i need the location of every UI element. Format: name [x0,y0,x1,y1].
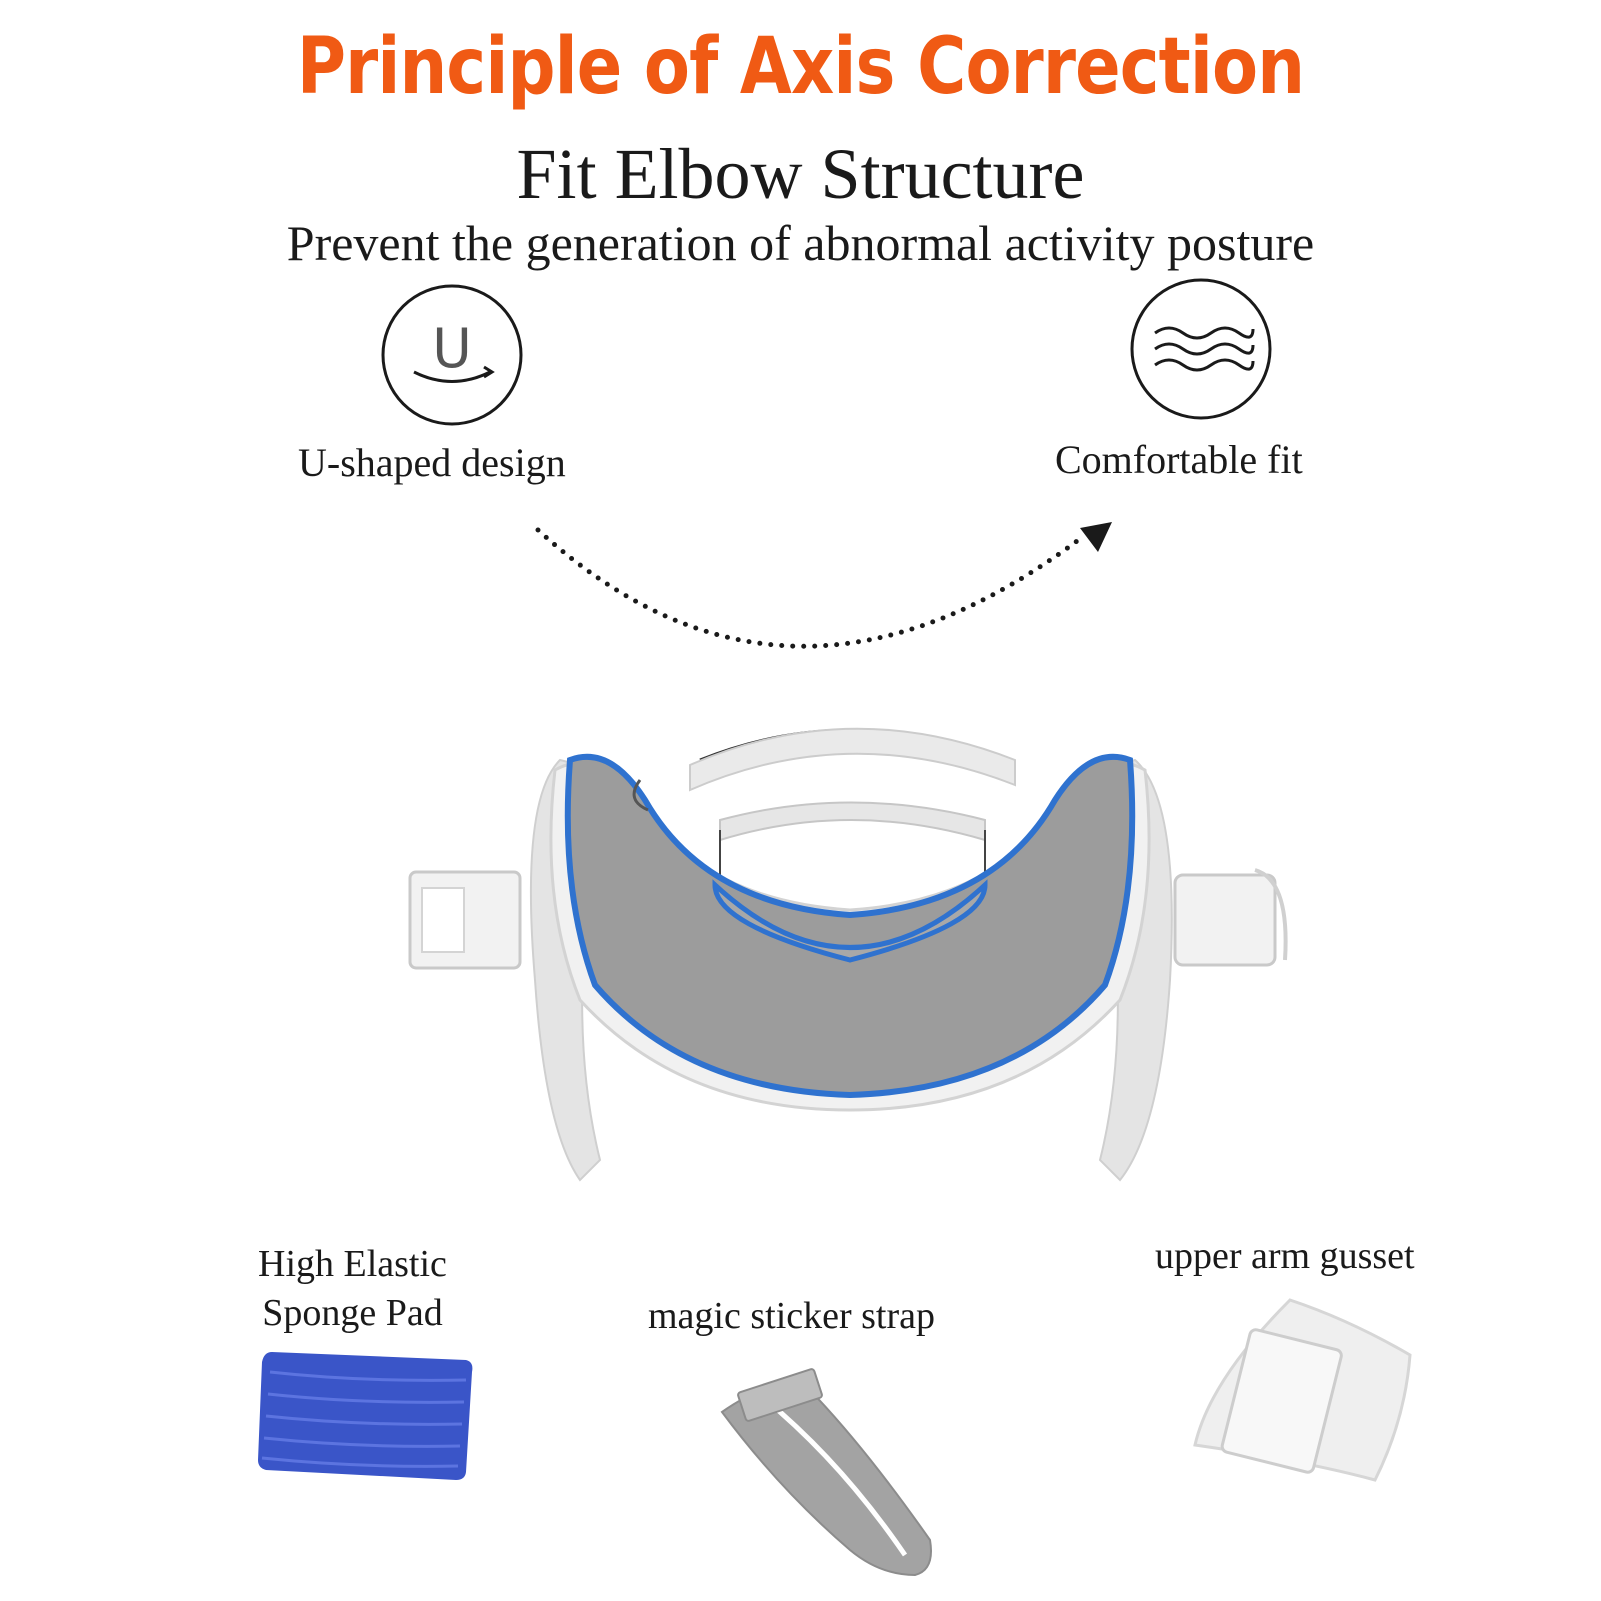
gusset-label: upper arm gusset [1155,1235,1415,1277]
page-title: Principle of Axis Correction [296,22,1305,112]
sponge-pad-label-line1: High Elastic [258,1243,447,1285]
sponge-pad-label-line2: Sponge Pad [262,1292,443,1335]
sponge-pad-label: High Elastic Sponge Pad [258,1240,447,1339]
u-shaped-design-label: U-shaped design [298,440,566,485]
page-tagline: Prevent the generation of abnormal activ… [286,215,1315,271]
u-shape-icon: U [381,284,523,426]
waves-icon [1130,278,1272,420]
comfortable-fit-label: Comfortable fit [1055,437,1303,482]
u-letter: U [432,317,472,380]
arrow-head-icon [1080,522,1112,552]
strap-label: magic sticker strap [648,1295,936,1337]
page-subtitle: Fit Elbow Structure [516,134,1085,214]
